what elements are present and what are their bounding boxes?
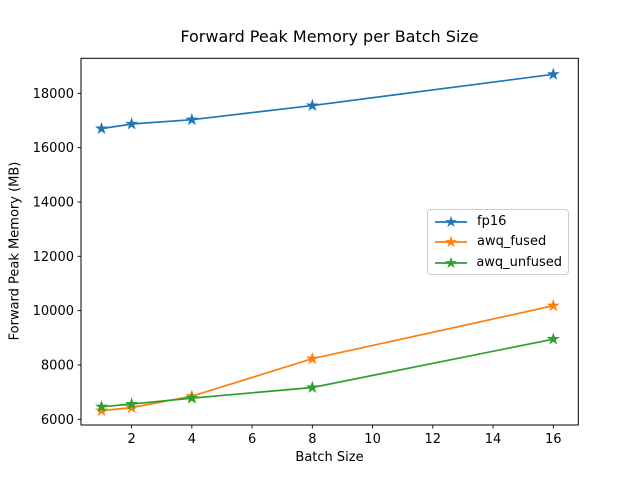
legend-item-awq-fused: awq_fused [433,232,562,252]
y-tick-label: 10000 [33,304,74,319]
series-line-awq_unfused [101,338,554,408]
data-point-fp16 [125,117,139,130]
y-tick-label: 8000 [41,358,74,373]
data-point-awq_unfused [305,380,319,394]
data-point-fp16 [94,121,108,135]
legend-sample-star-icon [445,256,457,268]
data-point-awq_unfused [125,397,139,410]
legend-label: awq_fused [477,234,547,249]
legend-label: fp16 [477,213,507,229]
y-tick-label: 16000 [33,141,74,156]
legend-sample-star-icon [445,235,457,248]
y-axis-label: Forward Peak Memory (MB) [7,161,23,341]
series-line-awq_fused [101,304,554,412]
x-tick-label: 4 [188,432,196,447]
data-point-awq_fused [305,351,319,365]
data-point-fp16 [305,98,319,112]
series-line-fp16 [101,73,554,130]
legend-line-sample-icon [435,256,467,268]
y-tick-label: 6000 [41,413,74,428]
x-tick-label: 10 [364,432,381,447]
data-point-awq_unfused [546,332,560,345]
x-tick-label: 16 [545,432,562,447]
data-point-awq_unfused [185,391,199,404]
data-point-fp16 [546,67,560,80]
x-tick-label: 12 [425,432,442,447]
data-point-fp16 [185,112,199,126]
legend: fp16 awq_fused awq_unfused [427,209,569,275]
data-point-awq_fused [94,403,108,417]
legend-label: awq_unfused [476,254,562,270]
x-axis-label: Batch Size [295,450,364,465]
x-tick-label: 2 [127,432,135,447]
y-tick-label: 14000 [33,195,74,210]
legend-line-sample-icon [435,215,467,227]
x-tick-label: 6 [248,432,256,447]
legend-item-awq-unfused: awq_unfused [433,253,562,273]
data-point-awq_unfused [94,399,108,413]
y-tick-label: 12000 [33,250,74,265]
x-tick-label: 8 [308,432,316,447]
y-tick-label: 18000 [33,87,74,102]
chart-title: Forward Peak Memory per Batch Size [180,27,479,46]
data-point-awq_fused [546,298,560,312]
plot-border [80,57,579,426]
legend-item-fp16: fp16 [433,212,562,232]
x-tick-label: 14 [485,432,502,447]
legend-sample-star-icon [445,215,457,227]
legend-line-sample-icon [435,235,467,248]
data-point-awq_fused [125,400,139,414]
